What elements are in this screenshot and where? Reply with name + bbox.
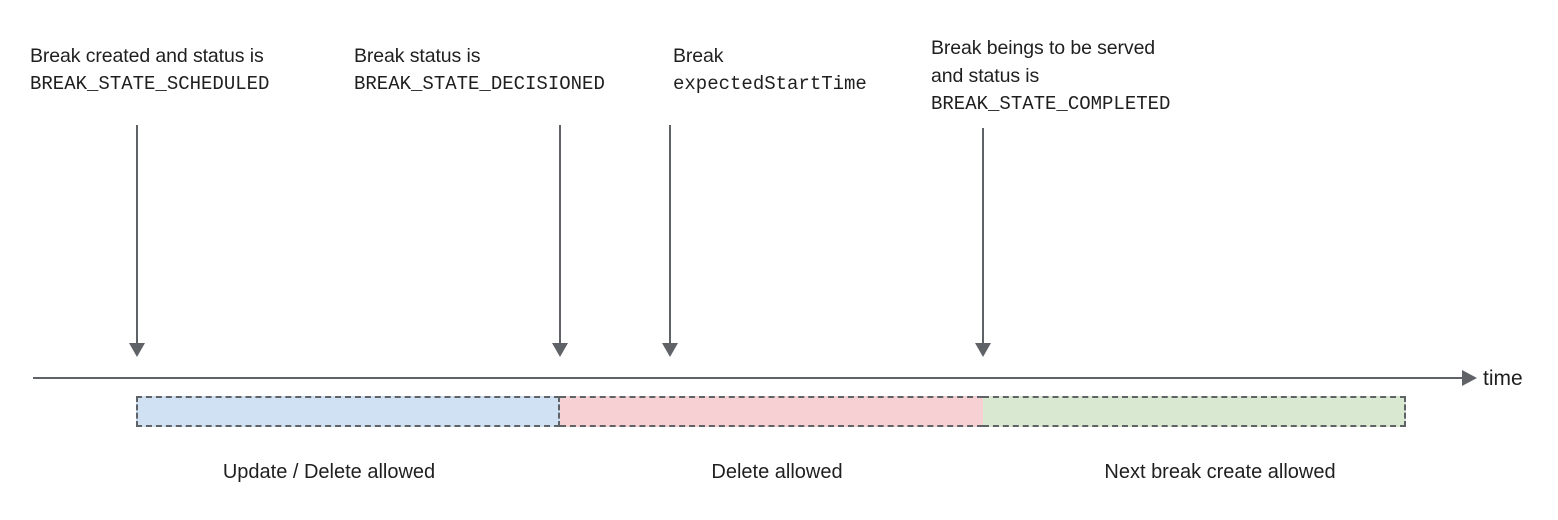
phase-update-delete-bar [136,396,560,427]
arrow-down-icon [975,343,991,357]
annotation-scheduled: Break created and status is BREAK_STATE_… [30,42,269,98]
arrow-right-icon [1462,370,1477,386]
annotation-expected-start-line-2: expectedStartTime [673,73,867,95]
annotation-scheduled-line-1: Break created and status is [30,45,264,67]
time-axis-line [33,377,1470,379]
annotation-decisioned-line-2: BREAK_STATE_DECISIONED [354,73,605,95]
marker-scheduled-line [136,125,138,343]
phase-delete-bar [560,396,983,427]
annotation-decisioned: Break status is BREAK_STATE_DECISIONED [354,42,605,98]
arrow-down-icon [662,343,678,357]
phase-next-break-caption: Next break create allowed [1104,461,1336,483]
arrow-down-icon [129,343,145,357]
annotation-decisioned-line-1: Break status is [354,45,481,67]
time-axis-label: time [1483,367,1523,390]
phase-next-break-bar [983,396,1406,427]
phase-delete-caption: Delete allowed [711,461,843,483]
annotation-completed-line-2: and status is [931,65,1040,87]
marker-decisioned-line [559,125,561,343]
arrow-down-icon [552,343,568,357]
annotation-completed-line-1: Break beings to be served [931,37,1156,59]
phase-update-delete-caption: Update / Delete allowed [222,461,436,483]
annotation-expected-start-line-1: Break [673,45,724,67]
annotation-completed: Break beings to be served and status is … [931,34,1170,118]
annotation-completed-line-3: BREAK_STATE_COMPLETED [931,93,1171,115]
annotation-scheduled-line-2: BREAK_STATE_SCHEDULED [30,73,270,95]
marker-expected-start-line [669,125,671,343]
annotation-expected-start: Break expectedStartTime [673,42,867,98]
marker-completed-line [982,128,984,343]
